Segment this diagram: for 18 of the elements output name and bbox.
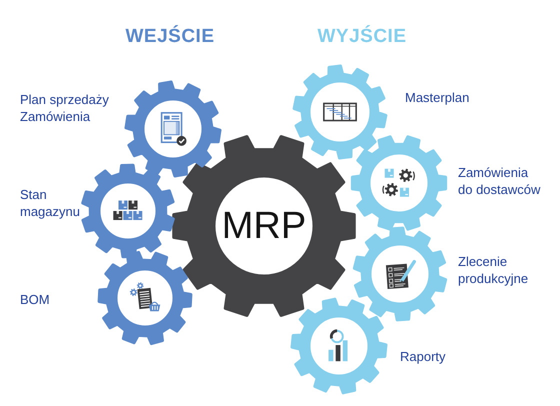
gear (290, 297, 388, 395)
gear-label: MRP (222, 204, 306, 248)
gear-caption: Plan sprzedaży Zamówienia (20, 91, 110, 125)
gear (350, 134, 448, 232)
section-heading: WEJŚCIE (125, 25, 215, 49)
gear-caption: BOM (20, 291, 50, 308)
gear-caption: Masterplan (405, 89, 470, 106)
gear (80, 163, 176, 259)
gear-caption: Zlecenie produkcyjne (458, 253, 530, 287)
gear (352, 226, 448, 322)
gear (97, 250, 193, 346)
gear-caption: Stan magazynu (20, 186, 81, 220)
gear-caption: Zamówienia do dostawców (458, 164, 542, 198)
gear (171, 133, 357, 319)
gear-caption: Raporty (400, 348, 446, 365)
section-heading: WYJŚCIE (317, 25, 407, 49)
gear (292, 64, 388, 160)
gear (124, 80, 222, 178)
